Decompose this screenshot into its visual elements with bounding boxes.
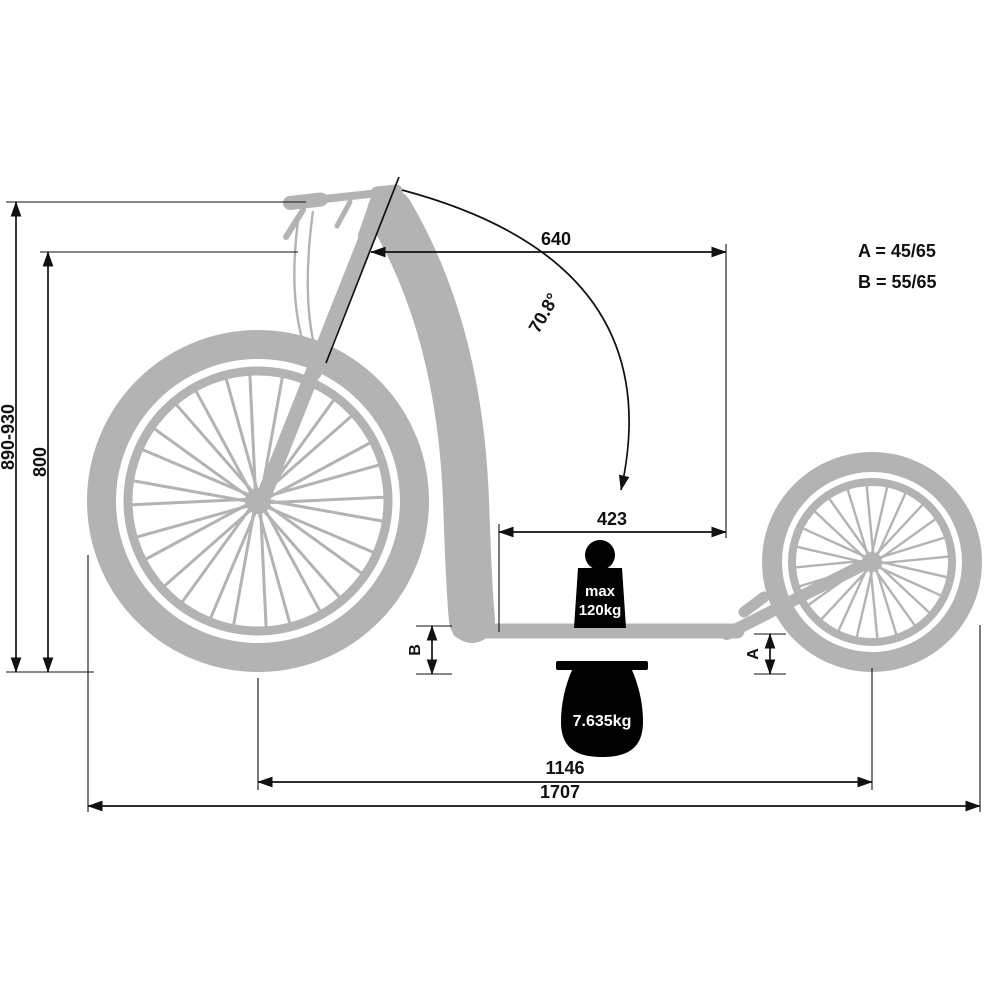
handlebar-stem [358, 187, 390, 245]
dimension-890-930: 890-930 [0, 201, 306, 673]
dimension-800: 800 [30, 251, 298, 673]
max-load-label: max [585, 583, 616, 600]
brake-cable-2 [306, 210, 322, 366]
scooter-weight-value: 7.635kg [573, 713, 632, 730]
front-rim [123, 366, 393, 636]
dimension-b-label: B [407, 644, 424, 656]
dimension-423-label: 423 [597, 509, 627, 529]
max-load-knob [585, 540, 615, 570]
frame-tube [367, 189, 495, 643]
rear-hub [862, 552, 882, 572]
scooter-weight-block [561, 670, 643, 757]
legend-a: A = 45/65 [858, 241, 936, 261]
front-tire [87, 330, 429, 672]
front-brake [306, 364, 322, 380]
handlebar [283, 184, 403, 369]
scooter-weight-handle [556, 661, 648, 670]
rear-stay [721, 560, 867, 640]
legend-b: B = 55/65 [858, 272, 937, 292]
dimension-1146-label: 1146 [545, 758, 584, 778]
dimension-800-label: 800 [30, 447, 50, 477]
max-load-value: 120kg [579, 602, 622, 619]
dimension-640: 640 [370, 229, 727, 538]
max-load-block [574, 568, 626, 628]
dimension-1707-label: 1707 [540, 782, 580, 802]
dimension-890-930-label: 890-930 [0, 404, 18, 470]
dimension-a: A [745, 633, 786, 675]
brake-lever-left [283, 207, 306, 240]
rear-tire [762, 452, 982, 672]
front-fork [255, 208, 383, 506]
weight-markers: max 120kg 7.635kg [556, 540, 648, 757]
max-load-marker: max 120kg [574, 540, 626, 628]
rear-wheel [762, 452, 982, 672]
head-angle-label: 70.8° [525, 290, 563, 337]
dimension-b: B [407, 625, 452, 675]
scooter-silhouette [87, 184, 982, 672]
rear-spokes [795, 485, 949, 639]
legend: A = 45/65 B = 55/65 [858, 241, 937, 292]
rear-brake [738, 591, 770, 618]
dimension-1707: 1707 [87, 555, 981, 812]
dimension-423: 423 [498, 509, 727, 632]
dimension-640-label: 640 [541, 229, 571, 249]
rear-rim [788, 478, 956, 646]
dimension-1146: 1146 [257, 668, 873, 790]
steering-axis-line [325, 176, 400, 364]
scooter-weight-marker: 7.635kg [556, 661, 648, 757]
dimension-a-label: A [745, 648, 762, 660]
brake-cable-1 [293, 213, 314, 369]
brake-lever-right [334, 199, 353, 229]
